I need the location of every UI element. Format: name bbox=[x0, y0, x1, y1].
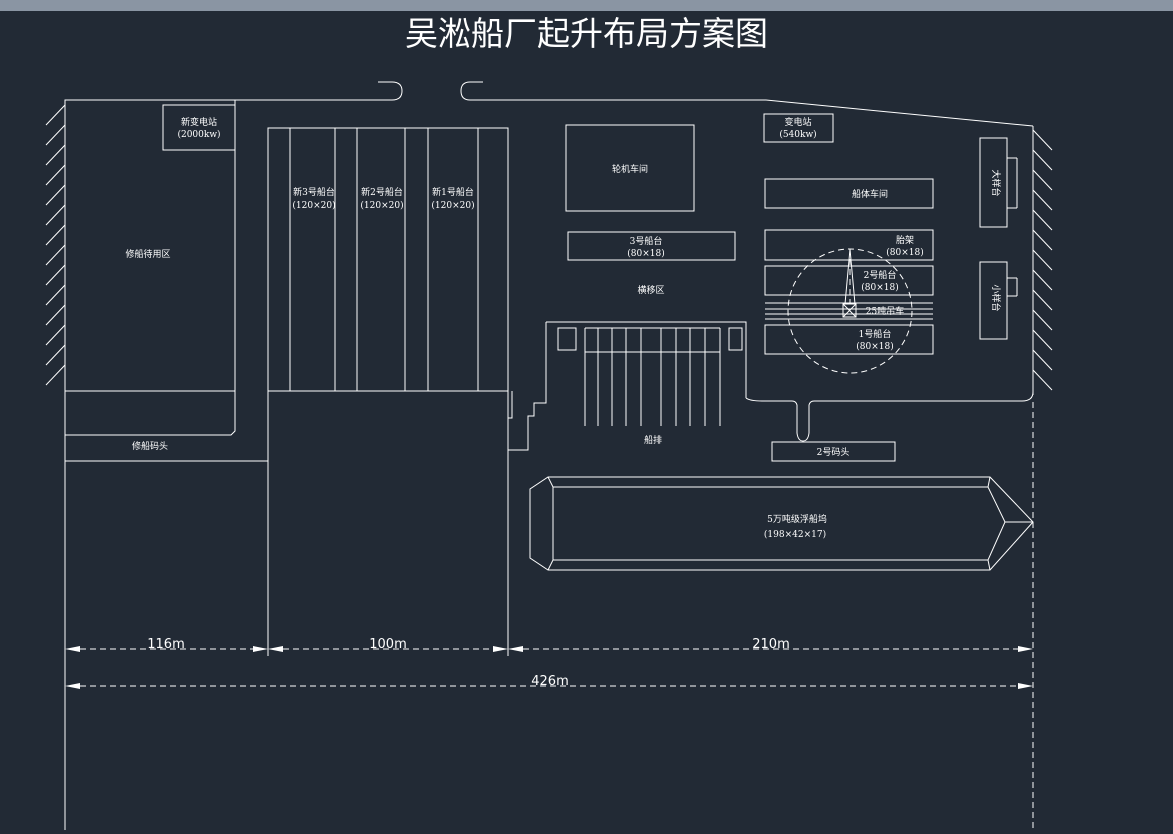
new-substation-power: (2000kw) bbox=[177, 129, 220, 140]
substation-power: (540kw) bbox=[779, 129, 816, 140]
berth1-size: (80×18) bbox=[856, 341, 893, 352]
wharf-2[interactable]: 2号码头 bbox=[745, 391, 1034, 462]
small-platform[interactable]: 小样台 bbox=[979, 261, 1018, 340]
wharf2-label: 2号码头 bbox=[817, 447, 850, 458]
berth2-label: 2号船台 bbox=[864, 269, 897, 281]
new-substation-label: 新变电站 bbox=[181, 116, 217, 128]
new-berths-block[interactable]: 新3号船台 (120×20) 新2号船台 (120×20) 新1号船台 (120… bbox=[267, 127, 509, 392]
window-top-bar bbox=[0, 0, 1173, 11]
dimension-line-total: 426m bbox=[65, 674, 1033, 689]
repair-wharf-label: 修船码头 bbox=[132, 440, 168, 452]
berth3-label: 3号船台 bbox=[630, 235, 663, 247]
berth-new2-size: (120×20) bbox=[360, 200, 403, 211]
lower-outfitting-block bbox=[267, 322, 547, 645]
berth1-label: 1号船台 bbox=[859, 328, 892, 340]
large-platform[interactable]: 大样台 bbox=[979, 137, 1018, 228]
crane-25t[interactable]: 25吨吊车 bbox=[787, 248, 913, 374]
crane-label: 25吨吊车 bbox=[866, 305, 904, 317]
transfer-area-label: 横移区 bbox=[637, 284, 664, 296]
extension-lines bbox=[64, 391, 1034, 830]
berth2-size: (80×18) bbox=[861, 282, 898, 293]
floating-dock[interactable]: 5万吨级浮船坞 (198×42×17) bbox=[529, 476, 1034, 571]
turbine-workshop[interactable]: 轮机车间 bbox=[565, 124, 695, 212]
slipway-label: 船排 bbox=[644, 434, 662, 446]
floating-dock-size: (198×42×17) bbox=[764, 529, 826, 540]
berth-new3-label: 新3号船台 bbox=[293, 186, 335, 198]
berth-1[interactable]: 1号船台 (80×18) bbox=[764, 324, 934, 355]
floating-dock-label: 5万吨级浮船坞 bbox=[767, 513, 827, 525]
new-substation[interactable]: 新变电站 (2000kw) bbox=[162, 104, 236, 151]
right-wall-hatch bbox=[1032, 128, 1053, 395]
small-platform-label: 小样台 bbox=[990, 284, 1002, 311]
berth-new2-label: 新2号船台 bbox=[361, 186, 403, 198]
cradle-label: 胎架 bbox=[896, 234, 914, 246]
berth-2[interactable]: 2号船台 (80×18) bbox=[764, 265, 934, 296]
repair-wharf[interactable]: 修船码头 bbox=[64, 391, 269, 462]
page-title: 吴淞船厂起升布局方案图 bbox=[405, 14, 768, 53]
repair-waiting-area[interactable]: 修船待用区 bbox=[64, 99, 236, 392]
repair-waiting-area-label: 修船待用区 bbox=[125, 248, 170, 260]
dim-seg2-label: 100m bbox=[369, 637, 406, 652]
substation-label: 变电站 bbox=[784, 116, 811, 128]
hull-workshop[interactable]: 船体车间 bbox=[764, 178, 934, 209]
berth3-size: (80×18) bbox=[627, 248, 664, 259]
slipway[interactable]: 船排 bbox=[546, 321, 747, 446]
dim-seg1-label: 116m bbox=[147, 637, 184, 652]
berth-new1-size: (120×20) bbox=[431, 200, 474, 211]
berth-3[interactable]: 3号船台 (80×18) bbox=[567, 231, 736, 261]
berth-new1-label: 新1号船台 bbox=[432, 186, 474, 198]
hull-workshop-label: 船体车间 bbox=[852, 188, 888, 200]
site-boundary bbox=[65, 81, 1034, 128]
turbine-workshop-label: 轮机车间 bbox=[612, 163, 648, 175]
berth-new3-size: (120×20) bbox=[292, 200, 335, 211]
cradle-size: (80×18) bbox=[886, 247, 923, 258]
dim-seg3-label: 210m bbox=[752, 637, 789, 652]
dimension-line-1: 116m 100m 210m bbox=[65, 637, 1033, 652]
crane-rails bbox=[765, 302, 933, 320]
dim-total-label: 426m bbox=[531, 674, 568, 689]
large-platform-label: 大样台 bbox=[990, 169, 1002, 196]
left-wall-hatch bbox=[45, 100, 66, 395]
substation[interactable]: 变电站 (540kw) bbox=[763, 113, 834, 143]
